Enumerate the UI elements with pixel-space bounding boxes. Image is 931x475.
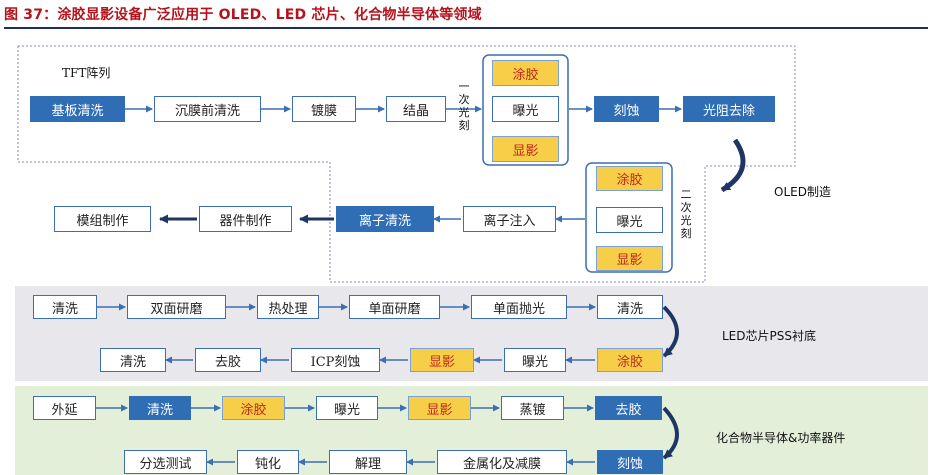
- second-litho-label: 二次光刻: [680, 188, 692, 240]
- led-step-expose: 曝光: [504, 348, 566, 372]
- compound-step-expose: 曝光: [316, 396, 378, 420]
- led-step-heat-treatment: 热处理: [257, 295, 319, 319]
- compound-step-evaporation: 蒸镀: [501, 396, 564, 420]
- compound-step-cleaning: 清洗: [129, 396, 191, 420]
- compound-section-label: 化合物半导体&功率器件: [716, 431, 846, 445]
- tft-array-label: TFT阵列: [62, 66, 111, 80]
- led-section-label: LED芯片PSS衬底: [722, 329, 816, 343]
- oled-step-module-fabrication: 模组制作: [54, 206, 151, 232]
- oled-second-litho-coat: 涂胶: [596, 166, 663, 191]
- compound-step-etch: 刻蚀: [597, 450, 663, 474]
- led-step-double-grinding: 双面研磨: [127, 295, 226, 319]
- oled-step-etching: 刻蚀: [594, 96, 659, 122]
- oled-step-substrate-cleaning: 基板清洗: [30, 96, 125, 122]
- compound-step-epitaxy: 外延: [33, 396, 96, 420]
- led-step-single-grinding: 单面研磨: [349, 295, 440, 319]
- oled-step-pre-deposition-cleaning: 沉膜前清洗: [154, 96, 261, 122]
- figure-title: 图 37：涂胶显影设备广泛应用于 OLED、LED 芯片、化合物半导体等领域: [4, 7, 482, 23]
- oled-first-litho-coat: 涂胶: [492, 60, 559, 86]
- oled-second-litho-expose: 曝光: [596, 207, 663, 233]
- led-step-single-polishing: 单面抛光: [471, 295, 567, 319]
- oled-first-litho-expose: 曝光: [492, 96, 559, 122]
- oled-step-device-fabrication: 器件制作: [199, 206, 292, 232]
- compound-step-passivation: 钝化: [237, 450, 299, 474]
- led-step-icp-etch: ICP刻蚀: [291, 348, 380, 372]
- led-step-coat: 涂胶: [597, 348, 663, 372]
- oled-step-photoresist-removal: 光阻去除: [683, 96, 775, 122]
- oled-step-ion-implant: 离子注入: [463, 206, 556, 232]
- compound-step-cleaving: 解理: [329, 450, 407, 474]
- oled-step-ion-cleaning: 离子清洗: [336, 206, 434, 232]
- led-step-develop: 显影: [410, 348, 474, 372]
- compound-step-sorting-testing: 分选测试: [124, 450, 207, 474]
- oled-step-crystallization: 结晶: [386, 96, 446, 122]
- first-litho-label: 一次光刻: [458, 80, 470, 132]
- compound-step-coat: 涂胶: [222, 396, 285, 420]
- compound-step-strip: 去胶: [595, 396, 662, 420]
- led-step-cleaning-3: 清洗: [100, 348, 166, 372]
- compound-step-metallization-thinning: 金属化及减膜: [437, 450, 567, 474]
- led-step-cleaning-2: 清洗: [597, 295, 663, 319]
- oled-section-label: OLED制造: [774, 185, 831, 199]
- compound-step-develop: 显影: [408, 396, 471, 420]
- led-step-cleaning-1: 清洗: [33, 295, 97, 319]
- oled-first-litho-develop: 显影: [492, 136, 559, 162]
- led-step-strip: 去胶: [195, 348, 261, 372]
- oled-step-coating: 镀膜: [292, 96, 356, 122]
- title-rule: [4, 27, 928, 29]
- oled-second-litho-develop: 显影: [596, 246, 663, 271]
- oled-region-outline: [17, 45, 796, 283]
